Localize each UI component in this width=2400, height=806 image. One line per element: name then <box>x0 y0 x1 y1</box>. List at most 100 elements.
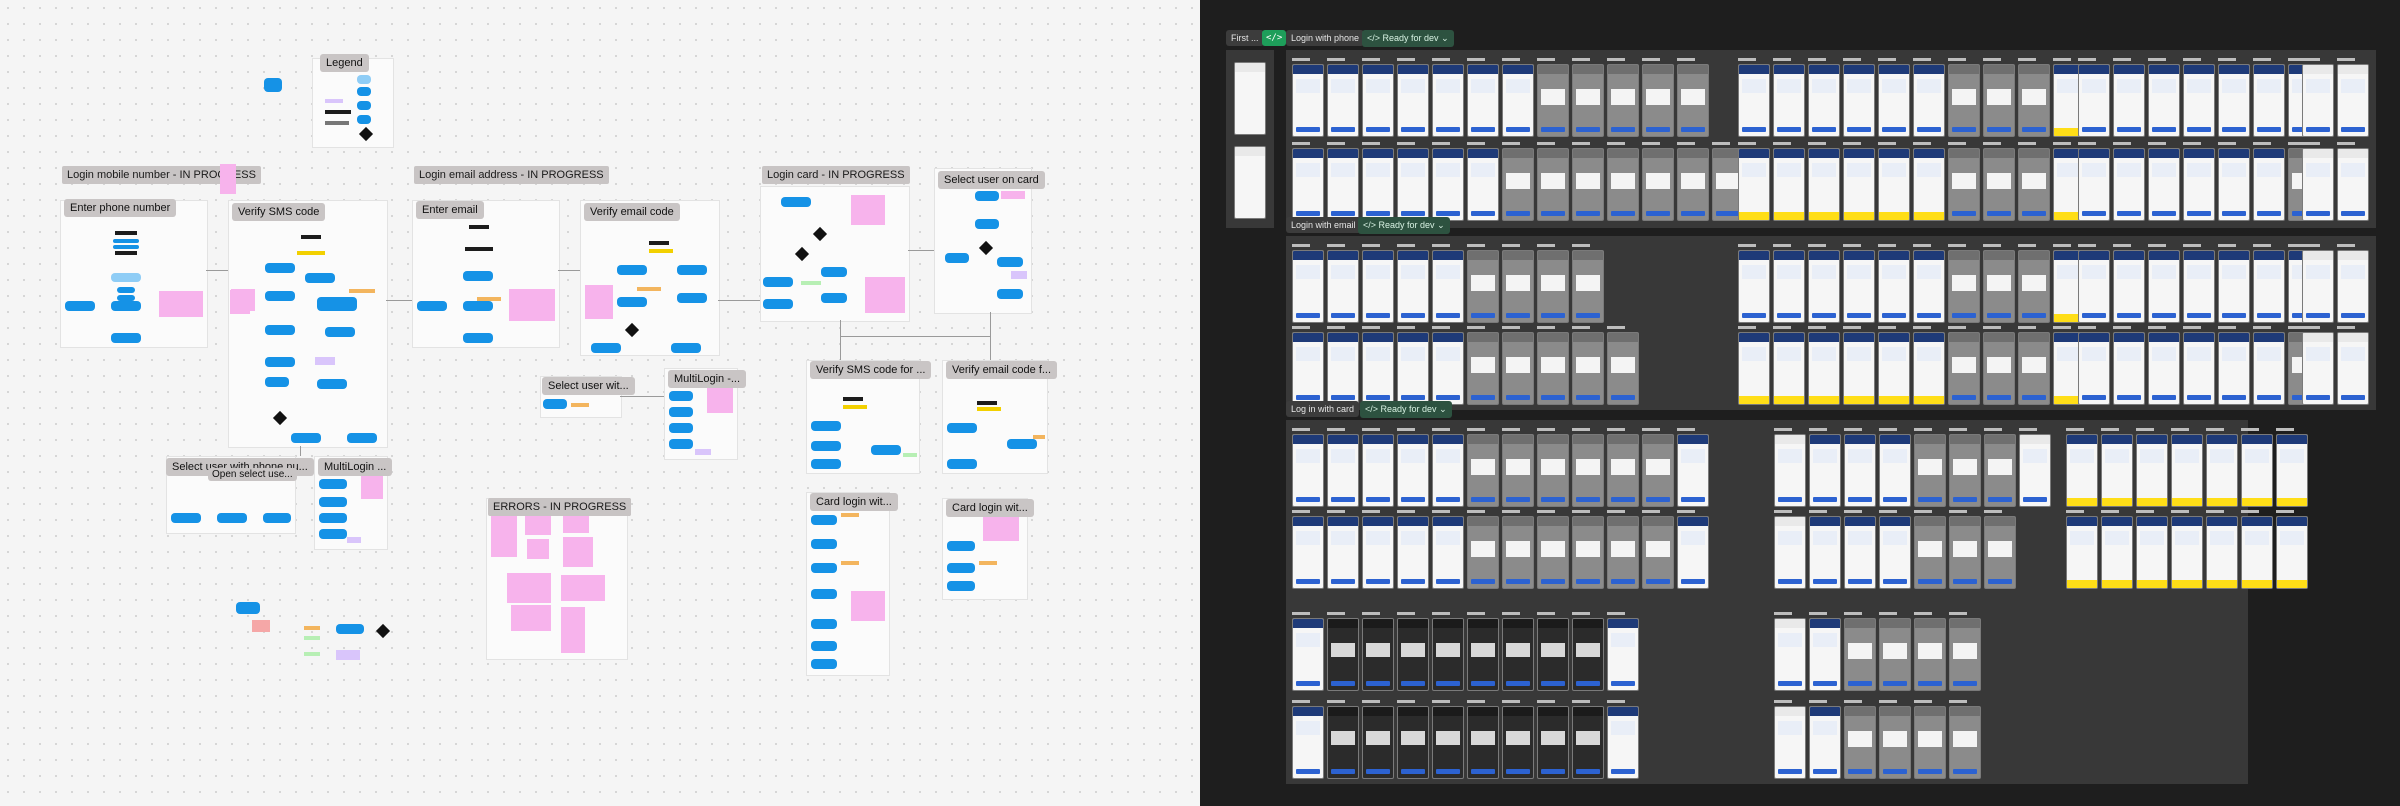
flow-node <box>111 333 141 343</box>
phone-screen <box>1432 64 1464 137</box>
screen-label <box>1607 142 1625 145</box>
flow-node <box>265 377 289 387</box>
flow-node <box>763 277 793 287</box>
screen-label <box>2218 142 2236 145</box>
frame-login-card[interactable] <box>760 186 910 322</box>
ready-badge-login-phone[interactable]: </> Ready for dev ⌄ <box>1362 30 1454 47</box>
sticky-note <box>1011 271 1027 279</box>
screen-label <box>1432 142 1450 145</box>
flow-node[interactable] <box>236 602 260 614</box>
frame-card-login-1[interactable] <box>806 492 890 676</box>
phone-screen <box>1983 64 2015 137</box>
section-login-card[interactable]: Login card - IN PROGRESS <box>762 166 910 184</box>
legend-node <box>357 101 371 110</box>
code-icon[interactable]: </> <box>1262 30 1287 46</box>
screen-label <box>1878 244 1896 247</box>
section-login-email[interactable]: Login email address - IN PROGRESS <box>414 166 609 184</box>
screen-label <box>1844 700 1862 703</box>
screen-label <box>2288 244 2306 247</box>
frame-verify-sms[interactable] <box>228 200 388 448</box>
phone-screen <box>1397 516 1429 589</box>
status-label: Ready for dev <box>1378 220 1435 230</box>
screen-label <box>2183 326 2201 329</box>
frame-errors[interactable] <box>486 498 628 660</box>
phone-screen <box>1502 332 1534 405</box>
section-tag-login-email[interactable]: Login with email <box>1286 217 1361 233</box>
section-login-phone[interactable] <box>1286 50 2376 228</box>
screen-label <box>1362 510 1380 513</box>
phone-screen <box>1362 250 1394 323</box>
flow-node <box>265 291 295 301</box>
connector-line <box>908 250 934 251</box>
screen-label <box>1327 510 1345 513</box>
phone-screen <box>2078 250 2110 323</box>
flow-node[interactable] <box>336 624 364 634</box>
flow-node <box>617 297 647 307</box>
phone-screen <box>1738 148 1770 221</box>
phone-screen <box>1327 332 1359 405</box>
screen-label <box>1983 58 2001 61</box>
annotation <box>841 513 859 517</box>
flow-node <box>319 529 347 539</box>
first-tag[interactable]: First ... <box>1226 30 1264 46</box>
decision-diamond[interactable] <box>375 623 391 639</box>
ready-badge-login-email[interactable]: </> Ready for dev ⌄ <box>1358 217 1450 234</box>
screen-label <box>2276 510 2294 513</box>
screen-label <box>1572 700 1590 703</box>
screen-label <box>2218 244 2236 247</box>
phone-screen <box>1949 434 1981 507</box>
annotation <box>304 636 320 640</box>
design-canvas[interactable]: First ... </> Login with phone </> Ready… <box>1200 0 2400 806</box>
phone-screen <box>1292 434 1324 507</box>
phone-screen <box>1467 148 1499 221</box>
frame-enter-phone[interactable] <box>60 200 208 348</box>
screen-label <box>2302 142 2320 145</box>
sticky-note <box>220 164 236 194</box>
annotation <box>304 652 320 656</box>
frame-enter-email[interactable] <box>412 200 560 348</box>
screen-label <box>1432 700 1450 703</box>
frame-verify-email-code-f[interactable] <box>942 360 1048 474</box>
section-login-email[interactable] <box>1286 236 2376 410</box>
screen-label <box>2218 58 2236 61</box>
screen-label <box>2018 244 2036 247</box>
connector-line <box>840 336 990 337</box>
phone-mock-bar <box>843 397 863 401</box>
phone-screen <box>1607 148 1639 221</box>
section-tag-login-phone[interactable]: Login with phone <box>1286 30 1365 46</box>
phone-mock-bar <box>469 225 489 229</box>
legend-title: Legend <box>320 54 369 72</box>
phone-screen <box>1607 618 1639 691</box>
screen-label <box>1537 142 1555 145</box>
section-login-card[interactable] <box>1286 420 2308 784</box>
frame-verify-email[interactable] <box>580 200 720 356</box>
phone-screen <box>1607 706 1639 779</box>
screen-label <box>2053 142 2071 145</box>
phone-screen <box>1878 250 1910 323</box>
phone-screen <box>1292 706 1324 779</box>
first-section[interactable] <box>1226 50 1274 228</box>
frame-verify-sms-for[interactable] <box>806 360 920 474</box>
ready-badge-login-card[interactable]: </> Ready for dev ⌄ <box>1360 401 1452 418</box>
screen-label <box>1878 58 1896 61</box>
frame-select-user-card[interactable] <box>934 168 1032 314</box>
legend-frame[interactable] <box>312 58 394 148</box>
phone-screen <box>2101 516 2133 589</box>
phone-screen <box>2018 64 2050 137</box>
screen-label <box>1949 428 1967 431</box>
phone-screen <box>1327 64 1359 137</box>
screen-label <box>2302 244 2320 247</box>
flow-node[interactable] <box>264 78 282 92</box>
screen-label <box>2018 142 2036 145</box>
flow-canvas[interactable]: Legend Login mobile number - IN PROGRESS… <box>0 0 1200 806</box>
screen-label <box>1773 326 1791 329</box>
phone-screen <box>1502 706 1534 779</box>
sticky-note <box>695 449 711 455</box>
phone-screen <box>1467 250 1499 323</box>
section-tag-login-card[interactable]: Log in with card <box>1286 401 1360 417</box>
phone-screen <box>2066 434 2098 507</box>
phone-screen <box>1397 434 1429 507</box>
phone-screen <box>1677 434 1709 507</box>
annotation <box>304 626 320 630</box>
section-login-mobile[interactable]: Login mobile number - IN PROGRESS <box>62 166 261 184</box>
